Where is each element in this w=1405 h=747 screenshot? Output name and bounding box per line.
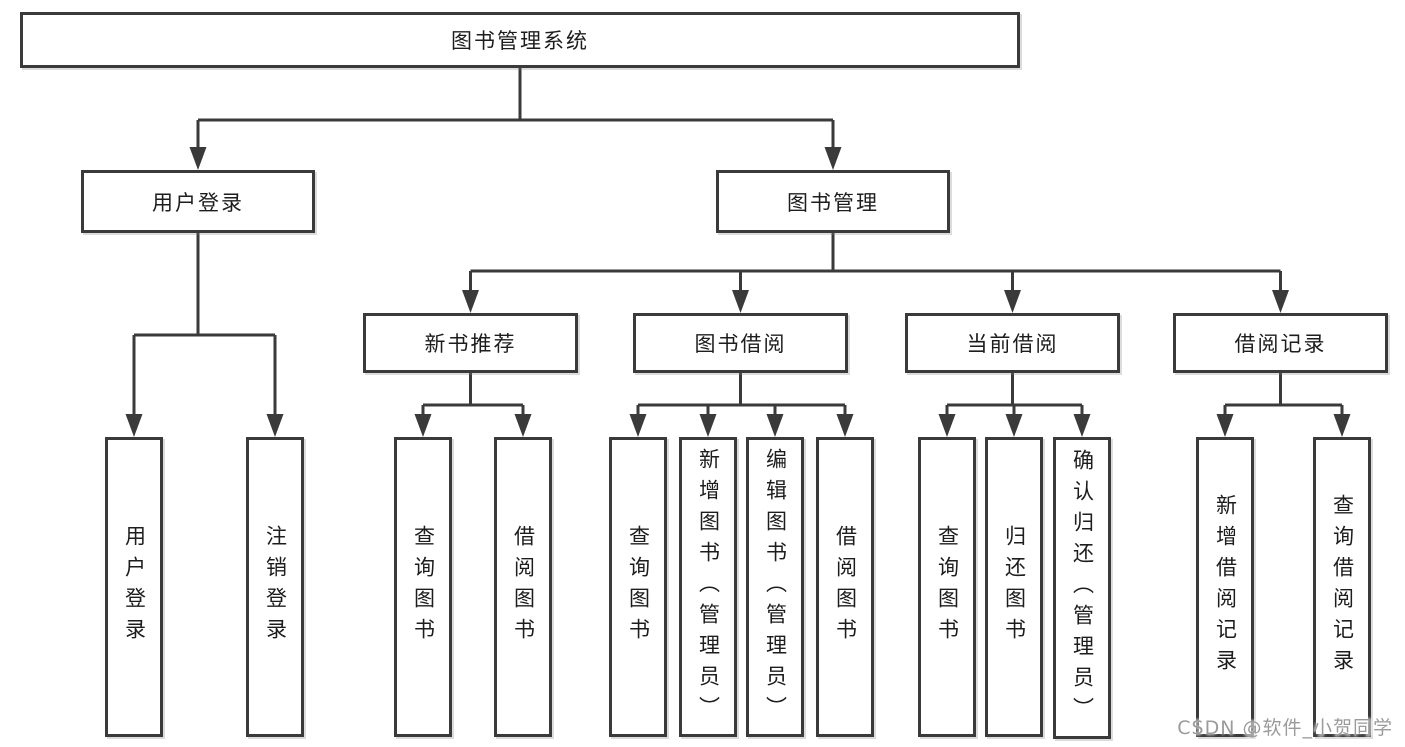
leaf-user-login: 用户登录	[105, 437, 163, 737]
arrow-down-icon	[1005, 414, 1023, 437]
arrow-down-icon	[514, 414, 532, 437]
node-label: 当前借阅	[966, 332, 1059, 356]
arrow-down-icon	[836, 414, 854, 437]
node-label: 注销登录	[263, 525, 288, 649]
arrow-down-icon	[462, 290, 479, 313]
node-borrow-records: 借阅记录	[1173, 313, 1388, 373]
csdn-watermark: CSDN @软件_小贺同学	[1177, 717, 1393, 739]
leaf-confirm-return-admin: 确认归还（管理员）	[1053, 437, 1111, 739]
arrow-down-icon	[938, 414, 956, 437]
node-label: 编辑图书（管理员）	[763, 447, 788, 727]
arrow-down-icon	[1216, 414, 1234, 437]
node-label: 查询借阅记录	[1330, 494, 1355, 680]
node-label: 查询图书	[935, 525, 960, 649]
node-user-login: 用户登录	[81, 170, 315, 233]
arrow-down-icon	[414, 414, 432, 437]
node-label: 查询图书	[626, 525, 651, 649]
leaf-edit-books-admin: 编辑图书（管理员）	[746, 437, 804, 737]
node-label: 归还图书	[1002, 525, 1027, 649]
leaf-logout: 注销登录	[246, 437, 304, 737]
node-current-borrow: 当前借阅	[905, 313, 1120, 373]
leaf-add-books-admin: 新增图书（管理员）	[679, 437, 737, 737]
node-label: 确认归还（管理员）	[1070, 448, 1095, 728]
node-label: 图书管理系统	[451, 29, 589, 53]
arrow-down-icon	[824, 147, 842, 170]
leaf-query-books-recommend: 查询图书	[394, 437, 452, 737]
arrow-down-icon	[732, 290, 749, 313]
arrow-down-icon	[125, 414, 143, 437]
arrow-down-icon	[1073, 414, 1091, 437]
node-label: 用户登录	[152, 190, 244, 215]
arrow-down-icon	[699, 414, 717, 437]
leaf-query-books-current: 查询图书	[918, 437, 976, 737]
node-label: 查询图书	[411, 525, 436, 649]
node-label: 用户登录	[122, 525, 147, 649]
leaf-borrow-books: 借阅图书	[816, 437, 874, 737]
node-label: 图书管理	[787, 190, 879, 215]
leaf-query-books-borrow: 查询图书	[609, 437, 667, 737]
node-label: 借阅图书	[511, 525, 536, 649]
node-book-borrow: 图书借阅	[633, 313, 848, 373]
node-label: 借阅记录	[1234, 332, 1327, 356]
node-label: 新增借阅记录	[1213, 494, 1238, 680]
node-label: 新增图书（管理员）	[696, 447, 721, 727]
arrow-down-icon	[1333, 414, 1351, 437]
arrow-down-icon	[189, 147, 207, 170]
arrow-down-icon	[629, 414, 647, 437]
node-new-book-recommend: 新书推荐	[363, 313, 578, 373]
arrow-down-icon	[1272, 290, 1289, 313]
leaf-borrow-books-recommend: 借阅图书	[494, 437, 552, 737]
node-label: 借阅图书	[833, 525, 858, 649]
leaf-query-borrow-record: 查询借阅记录	[1313, 437, 1371, 737]
arrow-down-icon	[1004, 290, 1021, 313]
leaf-return-books: 归还图书	[985, 437, 1043, 737]
arrow-down-icon	[266, 414, 284, 437]
node-library-system: 图书管理系统	[20, 12, 1020, 68]
node-label: 图书借阅	[694, 332, 787, 356]
leaf-add-borrow-record: 新增借阅记录	[1196, 437, 1254, 737]
arrow-down-icon	[766, 414, 784, 437]
arrowhead-group	[125, 147, 1351, 437]
node-label: 新书推荐	[424, 332, 517, 356]
node-book-management: 图书管理	[716, 170, 950, 233]
